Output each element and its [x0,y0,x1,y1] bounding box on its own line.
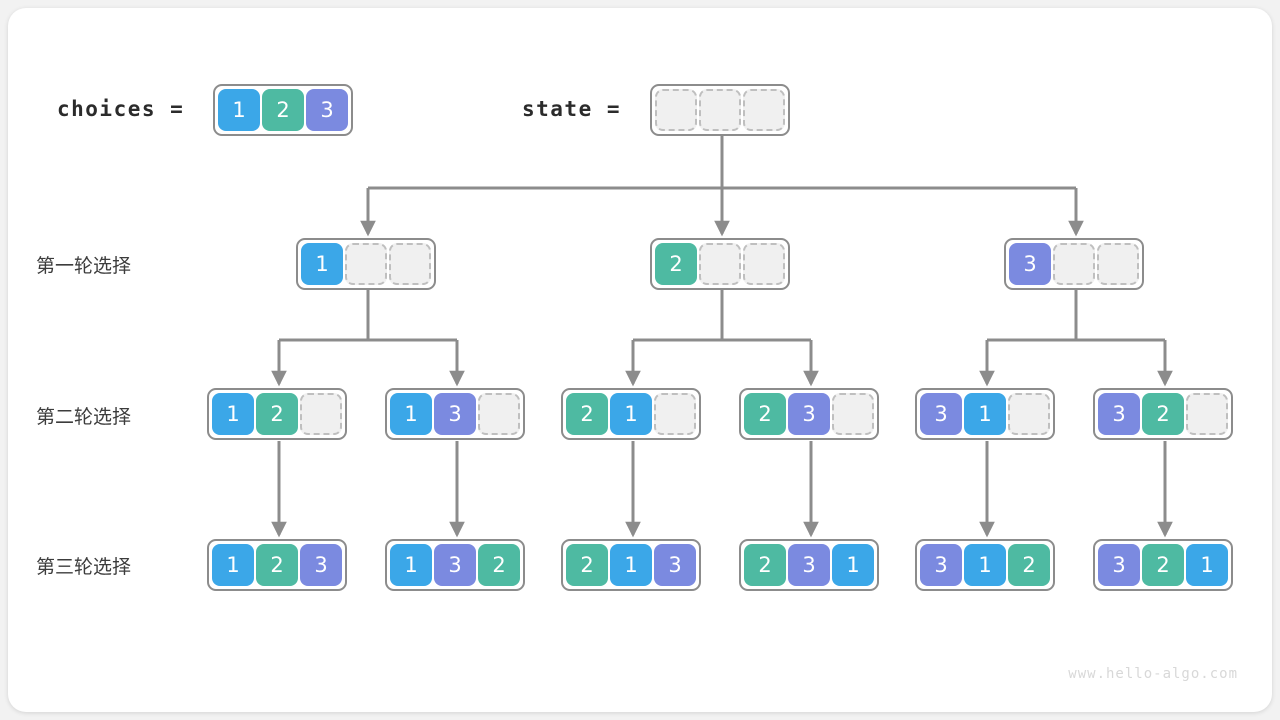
array-cell-value: 3 [788,393,830,435]
array-cell-value: 3 [1098,544,1140,586]
state-label: state = [522,97,622,121]
array-cell-value: 2 [744,393,786,435]
array-cell-value: 1 [218,89,260,131]
array-cell-value: 1 [964,544,1006,586]
array-cell-value: 2 [1142,393,1184,435]
array-cell-value: 2 [262,89,304,131]
row-label-round1: 第一轮选择 [36,255,132,277]
row-label-round2: 第二轮选择 [36,406,132,428]
array-cell-value: 3 [920,393,962,435]
array-cell-empty [1186,393,1228,435]
array-cell-value: 3 [300,544,342,586]
array-cell-value: 1 [301,243,343,285]
array-cell-empty [699,89,741,131]
array-cell-value: 2 [478,544,520,586]
array-cell-value: 2 [1008,544,1050,586]
round1-node: 1 [296,238,436,290]
array-cell-value: 1 [610,393,652,435]
array-cell-empty [699,243,741,285]
watermark: www.hello-algo.com [1068,666,1238,682]
array-cell-value: 2 [566,544,608,586]
array-cell-value: 2 [1142,544,1184,586]
array-cell-value: 3 [306,89,348,131]
array-cell-value: 2 [256,544,298,586]
array-cell-empty [345,243,387,285]
row-label-round3: 第三轮选择 [36,556,132,578]
array-cell-value: 2 [256,393,298,435]
array-cell-value: 1 [390,393,432,435]
array-cell-empty [832,393,874,435]
array-cell-value: 2 [655,243,697,285]
array-cell-empty [743,89,785,131]
array-cell-empty [743,243,785,285]
array-cell-empty [1097,243,1139,285]
array-cell-value: 3 [1009,243,1051,285]
round1-node: 2 [650,238,790,290]
choices-label: choices = [57,97,185,121]
array-cell-empty [655,89,697,131]
array-cell-value: 3 [1098,393,1140,435]
array-cell-value: 1 [212,393,254,435]
array-cell-value: 1 [212,544,254,586]
array-cell-value: 3 [434,393,476,435]
array-cell-value: 3 [920,544,962,586]
array-cell-value: 2 [744,544,786,586]
array-cell-value: 1 [964,393,1006,435]
diagram-card [8,8,1272,712]
array-cell-empty [1008,393,1050,435]
array-cell-value: 1 [610,544,652,586]
array-cell-value: 1 [1186,544,1228,586]
array-cell-value: 3 [788,544,830,586]
array-cell-empty [654,393,696,435]
round1-node: 3 [1004,238,1144,290]
array-cell-empty [1053,243,1095,285]
array-cell-value: 2 [566,393,608,435]
array-cell-value: 1 [832,544,874,586]
array-cell-empty [478,393,520,435]
array-cell-value: 1 [390,544,432,586]
array-cell-empty [389,243,431,285]
array-cell-value: 3 [434,544,476,586]
state-array [650,84,790,136]
array-cell-empty [300,393,342,435]
array-cell-value: 3 [654,544,696,586]
